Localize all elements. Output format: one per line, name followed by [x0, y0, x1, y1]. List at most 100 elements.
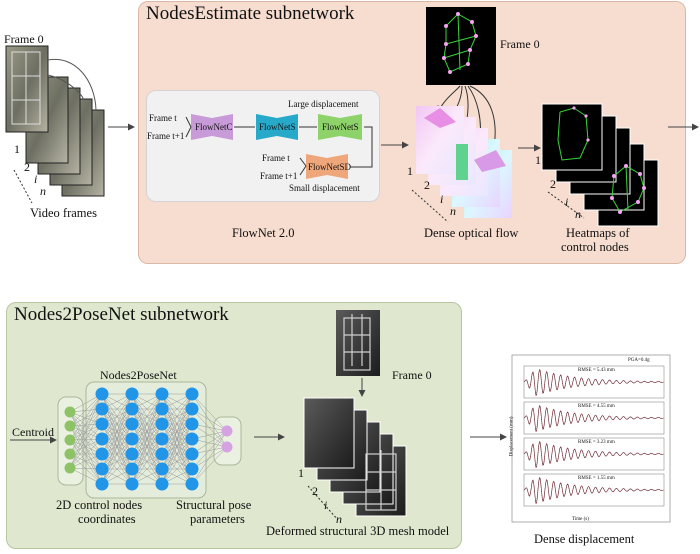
- neural-network: [57, 381, 242, 499]
- mesh-index-n: n: [336, 512, 342, 526]
- plot-rmse-2: RMSE = 4.55 mm: [578, 404, 615, 409]
- optical-flow-caption: Dense optical flow: [424, 226, 519, 240]
- centroid-label: Centroid: [12, 425, 54, 439]
- plot-rmse-1: RMSE = 5.43 mm: [578, 368, 615, 373]
- heatmap-index-i: i: [565, 195, 569, 209]
- video-index-1: 1: [14, 142, 20, 156]
- input-caption-line2: coordinates: [78, 512, 136, 526]
- neuron: [95, 402, 109, 416]
- neuron: [95, 432, 109, 446]
- neuron: [221, 441, 233, 453]
- nodes-estimate-title: NodesEstimate subnetwork: [146, 3, 355, 24]
- mesh-frame0: [336, 310, 380, 376]
- video-index-i: i: [34, 172, 38, 186]
- neuron: [64, 448, 76, 460]
- reference-trace: [523, 441, 664, 468]
- small-displacement-label: Small displacement: [289, 183, 360, 193]
- plot-ylabel: Displacement (mm): [509, 416, 515, 457]
- flownet-s2-label: FlowNetS: [322, 122, 359, 132]
- video-index-n: n: [40, 184, 46, 198]
- neuron: [125, 447, 139, 461]
- neuron: [95, 477, 109, 491]
- displacement-caption: Dense displacement: [534, 532, 635, 546]
- plot-rmse-3: RMSE = 3.23 mm: [578, 440, 615, 445]
- heatmap-caption-line2: control nodes: [561, 240, 629, 254]
- heatmap-stack: [541, 103, 659, 227]
- large-displacement-label: Large displacement: [288, 99, 359, 109]
- flownet-box: [146, 90, 380, 202]
- neuron: [185, 387, 199, 401]
- neuron: [155, 447, 169, 461]
- video-frames-caption: Video frames: [30, 206, 97, 220]
- neuron: [95, 387, 109, 401]
- flownet-c-label: FlowNetC: [195, 122, 233, 132]
- neuron: [125, 477, 139, 491]
- neuron: [155, 477, 169, 491]
- neuron: [125, 462, 139, 476]
- displacement-trace: [523, 369, 664, 396]
- neuron: [125, 402, 139, 416]
- video-frames-stack: [5, 45, 105, 204]
- neuron: [64, 406, 76, 418]
- heatmap-index-2: 2: [550, 177, 556, 191]
- flow-index-i: i: [440, 192, 444, 206]
- flownet-caption: FlowNet 2.0: [232, 226, 295, 240]
- neuron: [125, 417, 139, 431]
- neuron: [155, 417, 169, 431]
- neuron: [125, 387, 139, 401]
- flow-index-1: 1: [407, 164, 413, 178]
- neuron: [185, 432, 199, 446]
- neuron: [95, 462, 109, 476]
- neuron: [64, 420, 76, 432]
- plot-xlabel: Time (s): [572, 517, 589, 522]
- neuron: [155, 402, 169, 416]
- nodes2posenet-label: Nodes2PoseNet: [100, 368, 177, 382]
- heatmap-index-n: n: [575, 207, 581, 221]
- flownet-frame-t: Frame t: [149, 113, 177, 123]
- flownet-sd-frame-t1: Frame t+1: [260, 171, 298, 181]
- plot-rmse-4: RMSE = 1.55 mm: [578, 476, 615, 481]
- flownet-s1-label: FlowNetS: [259, 122, 296, 132]
- neuron: [185, 462, 199, 476]
- neuron: [64, 434, 76, 446]
- neuron: [125, 432, 139, 446]
- frame0-label-left: Frame 0: [4, 32, 44, 46]
- neuron: [221, 425, 233, 437]
- reference-trace: [523, 405, 664, 432]
- output-caption-line1: Structural pose: [176, 498, 252, 512]
- mesh-index-1: 1: [298, 466, 304, 480]
- displacement-trace: [523, 477, 664, 504]
- displacement-trace: [523, 405, 664, 432]
- flow-index-2: 2: [424, 178, 430, 192]
- neuron: [155, 432, 169, 446]
- neuron: [95, 447, 109, 461]
- nodes2pose-title: Nodes2PoseNet subnetwork: [14, 304, 229, 325]
- neuron: [185, 477, 199, 491]
- neuron: [64, 462, 76, 474]
- frame0-label-right: Frame 0: [500, 37, 540, 51]
- optical-flow-stack: [411, 106, 512, 223]
- neuron: [95, 417, 109, 431]
- flownet-sd-frame-t: Frame t: [262, 153, 290, 163]
- displacement-trace: [523, 441, 664, 468]
- neuron: [185, 402, 199, 416]
- neuron: [155, 462, 169, 476]
- output-caption-line2: parameters: [190, 512, 245, 526]
- plot-pga: PGA=0.4g: [628, 358, 650, 363]
- flownet-frame-t1: Frame t+1: [147, 131, 185, 141]
- neuron: [185, 447, 199, 461]
- video-index-2: 2: [24, 160, 30, 174]
- skeleton-frame0: [426, 7, 499, 149]
- neuron: [155, 387, 169, 401]
- displacement-plot: [511, 354, 671, 523]
- heatmap-caption-line1: Heatmaps of: [566, 226, 630, 240]
- reference-trace: [523, 477, 664, 504]
- reference-trace: [523, 369, 664, 396]
- deformed-mesh-stack: [303, 397, 407, 521]
- mesh-frame0-label: Frame 0: [392, 368, 432, 382]
- mesh-index-2: 2: [312, 484, 318, 498]
- neuron: [185, 417, 199, 431]
- flownet-blocks: [185, 114, 373, 179]
- mesh-index-i: i: [324, 498, 328, 512]
